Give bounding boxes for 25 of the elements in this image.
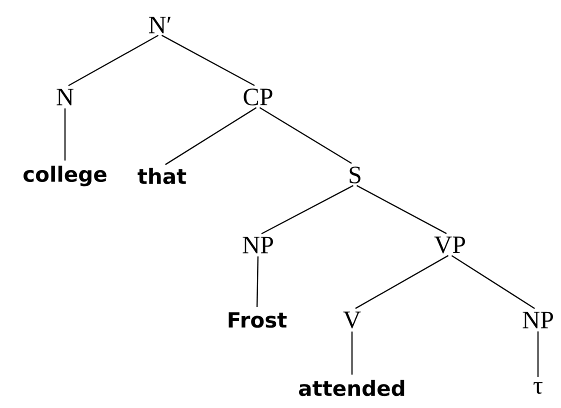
branch-line	[261, 185, 354, 234]
branch-line	[161, 34, 255, 86]
branch-line	[356, 185, 447, 234]
word-label: that	[138, 168, 186, 184]
branch-line	[451, 255, 535, 309]
category-label: NP	[522, 312, 553, 328]
branch-line	[256, 256, 259, 308]
category-label: N	[56, 88, 74, 106]
category-label: NP	[242, 236, 273, 254]
branch-line	[259, 107, 352, 164]
branch-line	[355, 255, 449, 309]
branch-line	[64, 108, 66, 161]
category-label: S	[350, 166, 360, 184]
word-label: Frost	[228, 312, 287, 328]
category-label: N′	[148, 16, 171, 34]
branch-line	[537, 331, 539, 377]
category-label: τ	[534, 382, 542, 394]
branch-line	[68, 34, 159, 86]
category-label: VP	[434, 236, 465, 254]
word-label: college	[24, 166, 106, 186]
category-label: V	[343, 312, 361, 328]
branch-line	[165, 107, 257, 166]
branch-line	[351, 332, 353, 375]
word-label: attended	[299, 380, 404, 396]
category-label: CP	[244, 88, 272, 106]
